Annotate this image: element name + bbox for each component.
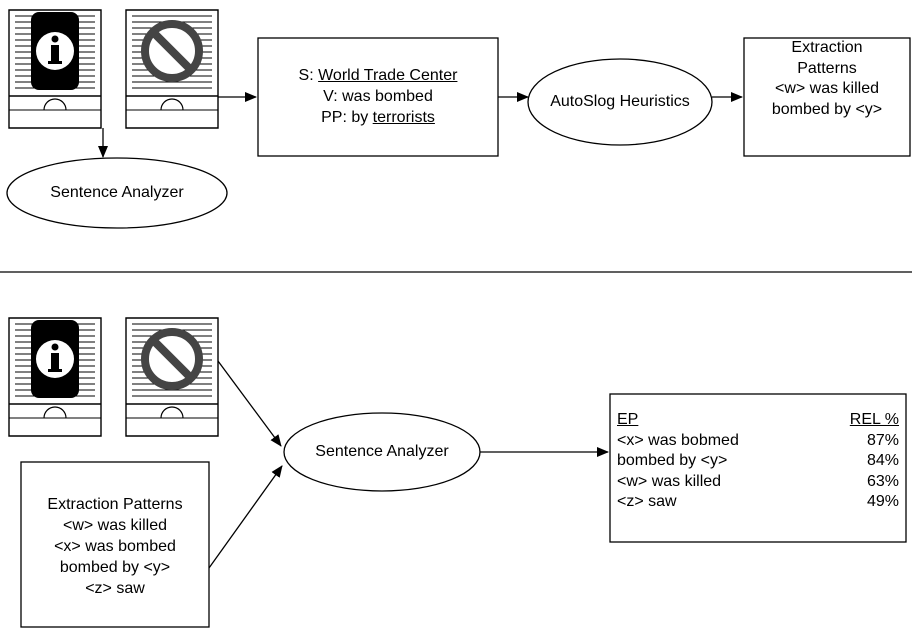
patterns-input-line: bombed by <y>	[59, 559, 171, 576]
table-header-ep: EP	[617, 411, 639, 428]
document-info-top	[8, 9, 102, 129]
table-header-row: EP REL %	[617, 410, 899, 431]
output-line: bombed by <y>	[771, 100, 883, 118]
prohibited-icon	[142, 21, 202, 81]
patterns-input-line: <z> saw	[85, 580, 145, 597]
table-header-rel: REL %	[849, 411, 899, 428]
table-cell-pattern: <w> was killed	[617, 472, 722, 490]
document-info-bottom	[8, 317, 102, 437]
table-cell-rel: 63%	[866, 472, 899, 490]
results-table: EP REL % <x> was bobmed 87% bombed by <y…	[617, 410, 899, 513]
clause-box	[257, 37, 499, 157]
prohibited-icon	[142, 329, 202, 389]
clause-subject-prefix: S:	[298, 67, 319, 84]
autoslog-heuristics-node	[527, 58, 713, 146]
table-row: <w> was killed 63%	[617, 472, 899, 493]
patterns-input-line: Extraction Patterns	[47, 496, 183, 513]
results-table-box	[609, 393, 907, 543]
patterns-input-box	[20, 461, 210, 628]
table-row: bombed by <y> 84%	[617, 451, 899, 472]
table-row: <z> saw 49%	[617, 492, 899, 513]
clause-pp-line: PP: by terrorists	[258, 107, 498, 128]
sentence-analyzer-label-top: Sentence Analyzer	[50, 184, 184, 201]
arrow-docs-to-analyzer	[217, 360, 282, 447]
table-cell-rel: 49%	[866, 493, 899, 510]
info-icon	[31, 320, 79, 398]
autoslog-heuristics-label: AutoSlog Heuristics	[550, 93, 690, 110]
arrow-patterns-to-analyzer	[208, 465, 283, 569]
table-row: <x> was bobmed 87%	[617, 431, 899, 452]
output-patterns-box	[743, 37, 911, 157]
output-line: Extraction	[791, 39, 863, 56]
clause-text: S: World Trade Center V: was bombed PP: …	[258, 65, 498, 128]
patterns-input-line: <w> was killed	[62, 517, 168, 534]
sentence-analyzer-node-top	[6, 157, 228, 229]
output-line: <w> was killed	[774, 80, 880, 97]
clause-subject-value: World Trade Center	[318, 67, 458, 84]
table-cell-pattern: <z> saw	[617, 493, 677, 510]
document-prohibited-bottom	[125, 317, 219, 437]
patterns-input-line: <x> was bombed	[54, 538, 176, 555]
clause-pp-prefix: PP: by	[321, 109, 373, 126]
clause-verb-line: V: was bombed	[323, 88, 433, 105]
patterns-input-text: Extraction Patterns <w> was killed <x> w…	[21, 494, 209, 599]
output-patterns-text: Extraction Patterns <w> was killed bombe…	[744, 38, 910, 120]
info-icon	[31, 12, 79, 90]
clause-subject-line: S: World Trade Center	[258, 65, 498, 86]
table-cell-pattern: <x> was bobmed	[617, 431, 739, 449]
sentence-analyzer-label-bottom: Sentence Analyzer	[315, 443, 449, 460]
document-prohibited-top	[125, 9, 219, 129]
output-line: Patterns	[797, 59, 857, 77]
clause-pp-value: terrorists	[372, 109, 435, 126]
table-cell-pattern: bombed by <y>	[617, 452, 728, 469]
table-cell-rel: 87%	[866, 431, 899, 449]
table-cell-rel: 84%	[866, 452, 899, 469]
